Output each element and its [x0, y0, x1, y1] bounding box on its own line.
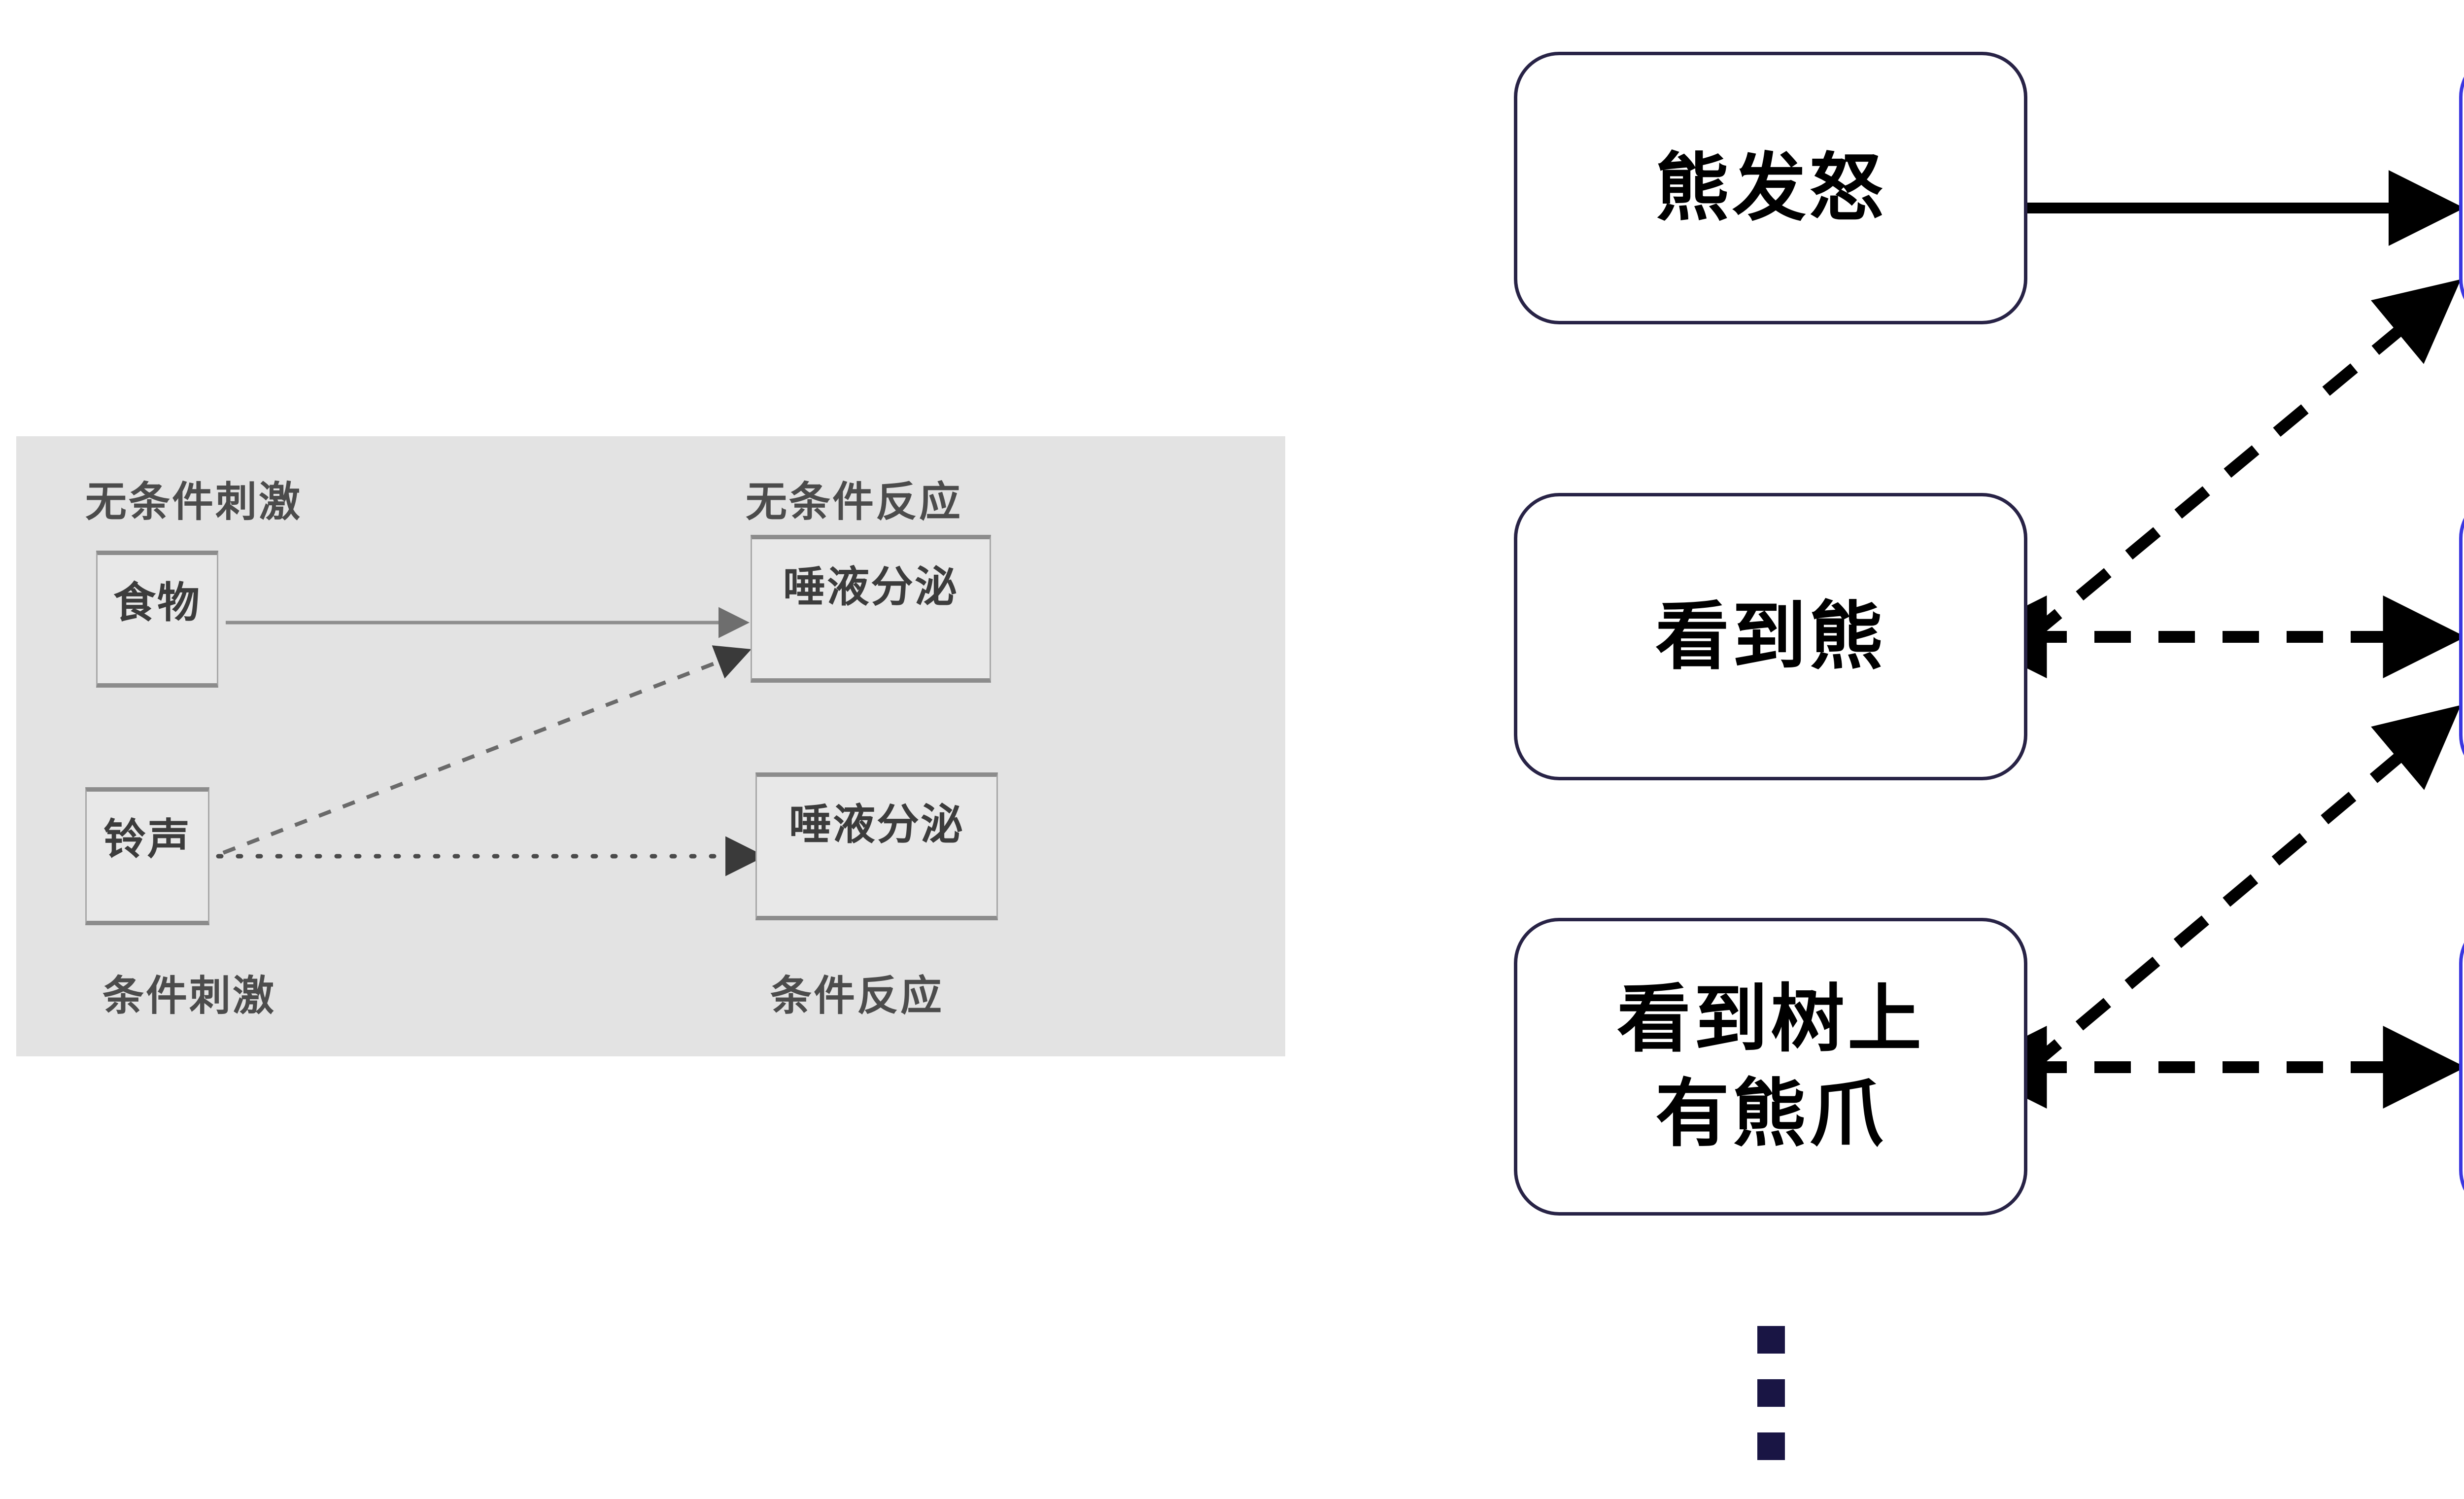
cc-box-salivation-top: 唾液分泌 [751, 535, 991, 683]
ellipsis-dot [1757, 1432, 1785, 1460]
cc-box-salivation-bottom: 唾液分泌 [755, 772, 998, 920]
label-conditioned-stimulus: 条件刺激 [103, 972, 276, 1020]
td-box-see-paw-in-tree: 看到树上 有熊爪 [1514, 918, 2027, 1216]
ellipsis-dot [1757, 1326, 1785, 1354]
cc-box-food-label: 食物 [113, 578, 201, 627]
ellipsis-left-column [1757, 1326, 1785, 1460]
td-box-see-paw-line1: 看到树上 [1616, 976, 1924, 1062]
td-box-bear-angry-label: 熊发怒 [1655, 145, 1886, 231]
label-conditioned-response: 条件反应 [770, 972, 944, 1020]
td-box-reward: 奖励 [2459, 52, 2464, 324]
cc-box-bell-label: 铃声 [103, 815, 191, 864]
cc-box-salivation-top-label: 唾液分泌 [783, 562, 958, 612]
td-box-bear-angry: 熊发怒 [1514, 52, 2027, 324]
td-box-see-bear: 看到熊 [1514, 493, 2027, 780]
td-box-v-s: V(s) [2459, 918, 2464, 1216]
cc-box-salivation-bottom-label: 唾液分泌 [789, 800, 964, 849]
ellipsis-dot [1757, 1379, 1785, 1407]
cc-box-food: 食物 [96, 551, 218, 688]
arrow-bell-to-salivation-top [222, 645, 752, 855]
classical-conditioning-arrows [216, 607, 765, 876]
edge-see-paw-to-v-s-prime [2026, 705, 2461, 1072]
classical-conditioning-panel: 无条件刺激 无条件反应 条件刺激 条件反应 食物 铃声 唾液分泌 唾液分泌 [16, 436, 1285, 1056]
td-box-see-bear-label: 看到熊 [1655, 593, 1886, 680]
cc-box-bell: 铃声 [85, 787, 209, 925]
td-box-see-paw-line2: 有熊爪 [1655, 1071, 1886, 1157]
edge-see-bear-to-reward [2026, 279, 2461, 642]
td-box-v-s-prime: V(s′) [2459, 493, 2464, 780]
td-box-see-paw-in-tree-label: 看到树上 有熊爪 [1617, 972, 1924, 1161]
label-unconditioned-stimulus: 无条件刺激 [85, 478, 303, 526]
label-unconditioned-response: 无条件反应 [746, 478, 963, 526]
